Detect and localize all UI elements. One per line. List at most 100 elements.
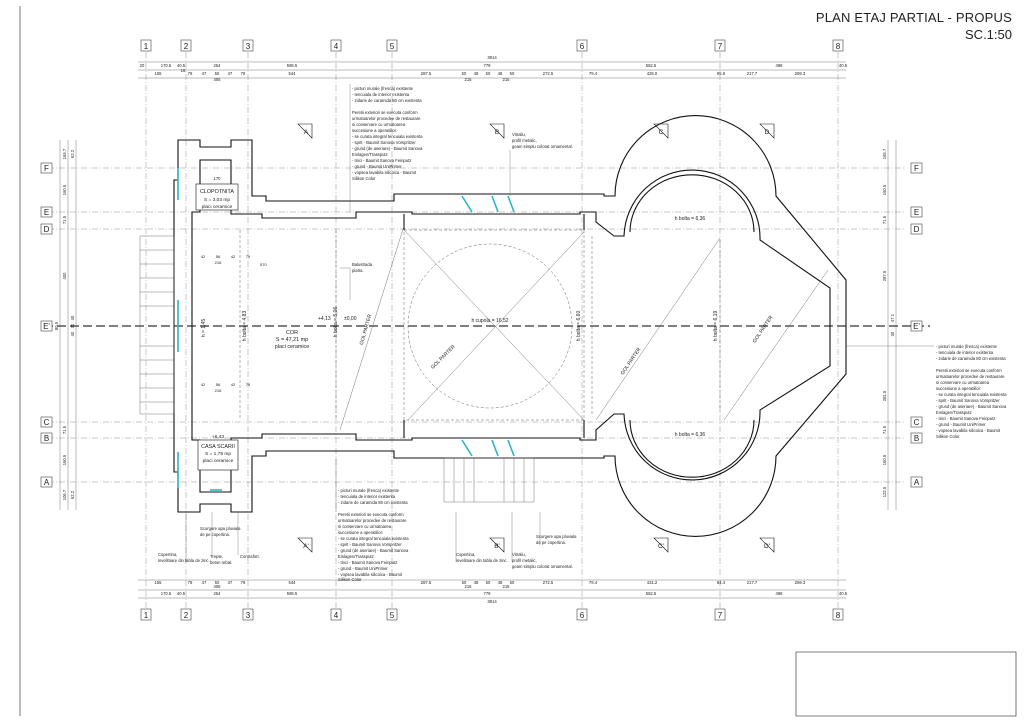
svg-text:- sprit - Baumit Sanova Vorspr: - sprit - Baumit Sanova Vorspritzer	[338, 542, 402, 547]
svg-text:Contrafort.: Contrafort.	[240, 554, 260, 559]
grid-bubble-f-left[interactable]: F	[40, 162, 53, 174]
svg-text:3: 3	[246, 42, 251, 51]
svg-text:A': A'	[303, 543, 309, 550]
svg-text:779: 779	[484, 591, 492, 596]
section-mark-b-top[interactable]: B	[489, 123, 505, 139]
svg-text:40.5: 40.5	[177, 591, 186, 596]
grid-bubble-b-left[interactable]: B	[40, 432, 53, 444]
svg-text:160.5: 160.5	[62, 184, 67, 195]
svg-text:47: 47	[202, 71, 207, 76]
grid-bubble-e-right[interactable]: E	[910, 206, 923, 218]
svg-text:B: B	[914, 434, 919, 443]
svg-text:si conservare cu urmatoarea: si conservare cu urmatoarea	[352, 122, 406, 127]
svg-text:426.0: 426.0	[647, 71, 658, 76]
section-mark-d-top[interactable]: D	[759, 123, 775, 139]
grid-bubble-a-left[interactable]: A	[40, 476, 53, 488]
grid-bubble-e-prime-left[interactable]: E'	[40, 320, 53, 332]
svg-text:de pe copertina.: de pe copertina.	[536, 540, 566, 545]
dimension-lines-sides	[59, 140, 897, 510]
grid-bubble-c-right[interactable]: C	[910, 416, 923, 428]
grid-bubble-1-bottom[interactable]: 1	[140, 608, 152, 621]
svg-text:F: F	[914, 164, 919, 173]
svg-text:562.5: 562.5	[646, 591, 657, 596]
grid-bubble-8-bottom[interactable]: 8	[832, 608, 844, 621]
svg-text:48: 48	[474, 71, 479, 76]
svg-text:215: 215	[503, 584, 511, 589]
section-mark-c-bottom[interactable]: C'	[653, 537, 669, 553]
svg-text:- tinci - Baumit Sanova Feinpu: - tinci - Baumit Sanova Feinputz	[338, 560, 397, 565]
svg-text:405: 405	[214, 77, 222, 82]
grid-bubble-2[interactable]: 2	[180, 39, 192, 52]
svg-text:succesiune a operatiilor:: succesiune a operatiilor:	[338, 530, 383, 535]
grid-bubble-5[interactable]: 5	[386, 39, 398, 52]
svg-text:si conservare cu urmatoarea: si conservare cu urmatoarea	[936, 380, 990, 385]
grid-bubble-8[interactable]: 8	[832, 39, 844, 52]
svg-text:Silikon Color: Silikon Color	[936, 434, 960, 439]
section-mark-a-top[interactable]: A	[297, 123, 313, 139]
grid-bubble-a-right[interactable]: A	[910, 476, 923, 488]
grid-bubble-f-right[interactable]: F	[910, 162, 923, 174]
grid-bubble-4-bottom[interactable]: 4	[330, 608, 342, 621]
svg-text:Peretii exteriori se executa c: Peretii exteriori se executa conform	[936, 368, 1002, 373]
grid-bubble-d-left[interactable]: D	[40, 223, 53, 235]
svg-text:71.5: 71.5	[62, 425, 67, 434]
svg-text:544: 544	[289, 580, 297, 585]
svg-text:5: 5	[390, 611, 395, 620]
svg-text:- vopsea lavabila silicoica -: - vopsea lavabila silicoica - Baumit	[352, 170, 417, 175]
grid-bubble-c-left[interactable]: C	[40, 416, 53, 428]
section-mark-b-bottom[interactable]: B'	[489, 537, 505, 553]
grid-bubble-3-bottom[interactable]: 3	[242, 608, 254, 621]
svg-text:- grund - Baumit UniPrimer: - grund - Baumit UniPrimer	[338, 566, 388, 571]
svg-text:2: 2	[184, 42, 189, 51]
casa-scarii-level: +6,43	[212, 434, 224, 440]
svg-text:A: A	[44, 478, 50, 487]
svg-text:56: 56	[216, 254, 221, 259]
svg-text:6: 6	[580, 42, 585, 51]
grid-bubbles-bottom: 1 2 3 4 5 6 7 8	[140, 608, 844, 621]
grid-bubble-4[interactable]: 4	[330, 39, 342, 52]
grid-bubble-6[interactable]: 6	[576, 39, 588, 52]
svg-text:48: 48	[474, 580, 479, 585]
drawing-title: PLAN ETAJ PARTIAL - PROPUS SC.1:50	[816, 10, 1012, 42]
svg-text:50: 50	[215, 580, 220, 585]
svg-text:E: E	[914, 208, 919, 217]
svg-text:E': E'	[913, 322, 920, 331]
svg-text:- zidarie de caramida 80 cm ex: - zidarie de caramida 80 cm existenta	[352, 98, 422, 103]
room-labels: 170 CLOPOTNITA S = 3,03 mp placi ceramic…	[200, 176, 309, 464]
svg-text:- se curata integral tencuiala: - se curata integral tencuiala existenta	[936, 392, 1007, 397]
grid-bubble-e-prime-right[interactable]: E'	[910, 320, 923, 332]
grid-bubble-d-right[interactable]: D	[910, 223, 923, 235]
svg-text:profil metalic,: profil metalic,	[512, 558, 537, 563]
drawing-scale: SC.1:50	[965, 27, 1012, 42]
svg-text:269.3: 269.3	[795, 71, 806, 76]
note-right-spec: - picturi murale (fresca) existente - te…	[936, 344, 1007, 439]
church-walls	[173, 114, 847, 538]
svg-text:F: F	[44, 164, 49, 173]
grid-bubble-2-bottom[interactable]: 2	[180, 608, 192, 621]
grid-bubble-3[interactable]: 3	[242, 39, 254, 52]
grid-bubble-b-right[interactable]: B	[910, 432, 923, 444]
gol-label-1: GOL PARTER	[359, 313, 374, 345]
grid-bubble-1[interactable]: 1	[140, 39, 152, 52]
svg-text:B: B	[44, 434, 49, 443]
svg-text:40: 40	[70, 315, 75, 320]
svg-text:50: 50	[510, 71, 515, 76]
grid-bubbles-top: 1 2 3 4 5 6 7 8	[140, 39, 844, 52]
section-mark-c-top[interactable]: C	[653, 123, 669, 139]
level-apse-top: h bolta = 6,36	[675, 216, 706, 222]
svg-text:2: 2	[184, 611, 189, 620]
svg-text:56: 56	[216, 382, 221, 387]
section-mark-d-bottom[interactable]: D'	[759, 537, 775, 553]
grid-bubble-7-bottom[interactable]: 7	[714, 608, 726, 621]
grid-bubble-e-left[interactable]: E	[40, 206, 53, 218]
svg-text:E: E	[44, 208, 49, 217]
grid-bubble-5-bottom[interactable]: 5	[386, 608, 398, 621]
grid-bubble-6-bottom[interactable]: 6	[576, 608, 588, 621]
dimension-text-left: 165.7 62.2 160.5 71.5 400 40 30 40 71.5 …	[54, 148, 75, 500]
svg-text:71.5: 71.5	[62, 215, 67, 224]
svg-text:geam simplu colorat ornamental: geam simplu colorat ornamental.	[512, 144, 573, 149]
diagonal-void-lines	[339, 225, 829, 431]
clopotnita-box	[195, 183, 239, 211]
grid-bubble-7[interactable]: 7	[714, 39, 726, 52]
section-mark-a-bottom[interactable]: A'	[297, 537, 313, 553]
